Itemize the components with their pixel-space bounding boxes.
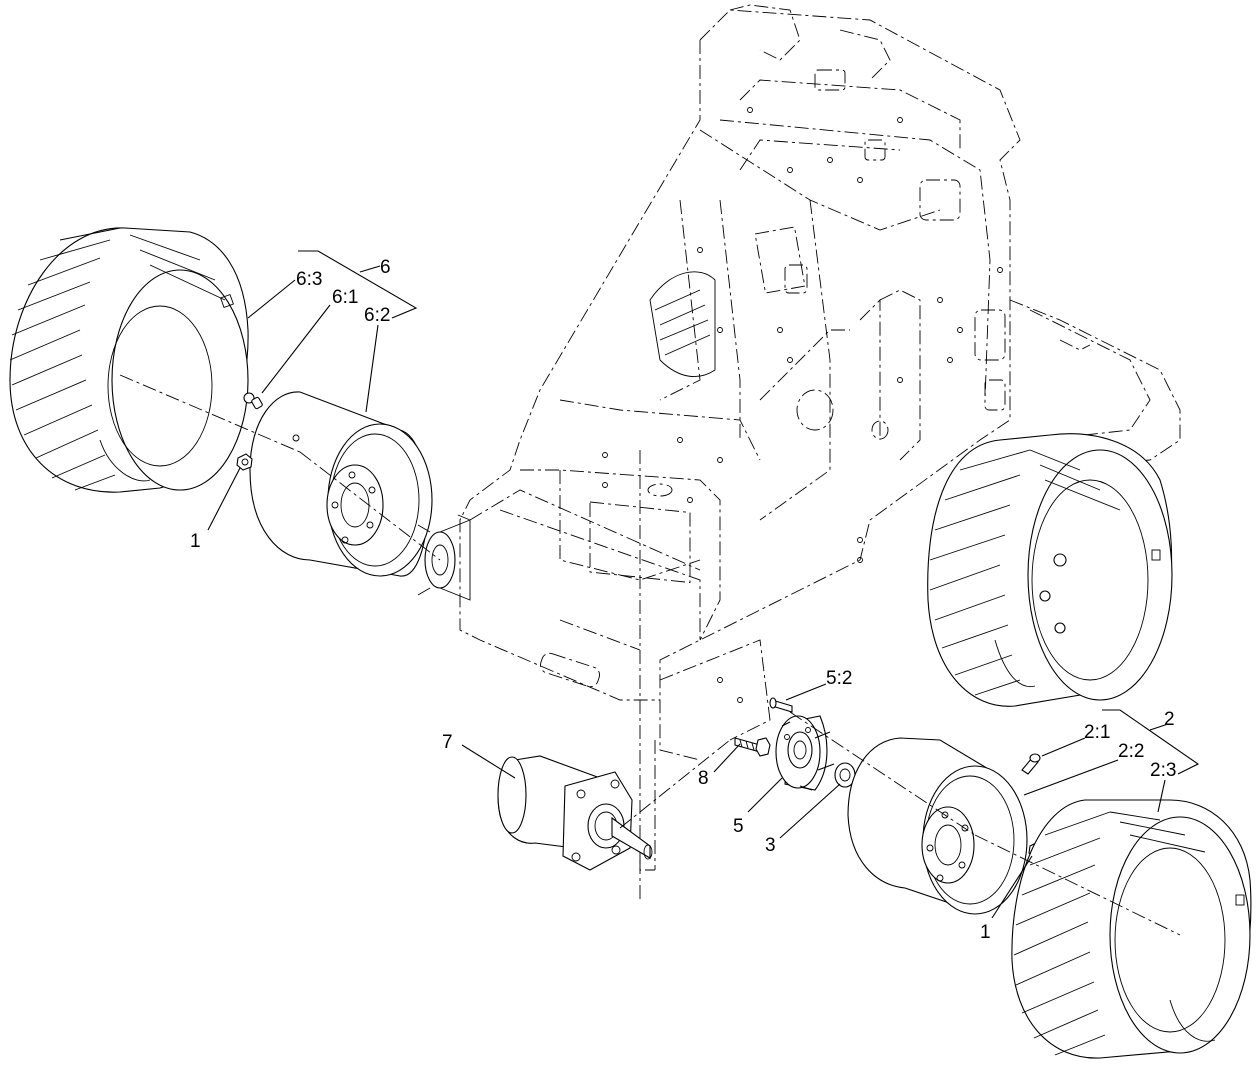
callout-6-3: 6:3: [296, 269, 322, 290]
hub-stud: [769, 697, 793, 713]
callout-6-1: 6:1: [332, 287, 358, 308]
wheel-hub: [775, 715, 835, 791]
lug-nut: [834, 762, 856, 788]
right-front-tire: [1011, 799, 1252, 1059]
callout-8: 8: [698, 768, 709, 789]
right-wheel-rim: [847, 737, 1028, 915]
machine-frame: [459, 4, 1181, 871]
wheel-motor: [497, 755, 653, 871]
frame-holes: [602, 107, 1003, 703]
bolt: [734, 737, 771, 757]
assembly-centerlines: [119, 374, 1181, 936]
callout-6: 6: [380, 257, 391, 278]
left-wheel-rim: [249, 391, 433, 577]
callout-2-1: 2:1: [1084, 722, 1110, 743]
right-valve-stem: [1021, 753, 1041, 775]
callout-5-2: 5:2: [826, 668, 852, 689]
left-valve-stem: [243, 392, 263, 410]
callout-6-2: 6:2: [364, 305, 390, 326]
callout-5: 5: [733, 816, 744, 837]
callout-2-2: 2:2: [1118, 741, 1144, 762]
callout-labels: 6 6:1 6:2 6:3 1 7 8 5 5:2 3 2 2:1 2:2 2:…: [190, 257, 1176, 943]
callout-1-left: 1: [190, 531, 201, 552]
callout-2: 2: [1164, 709, 1175, 730]
right-rear-tire: [927, 433, 1173, 707]
callout-1-right: 1: [980, 922, 991, 943]
left-lug-nut: [236, 453, 253, 471]
leader-lines: [207, 250, 1200, 919]
callout-7: 7: [442, 732, 453, 753]
left-tire: [9, 227, 249, 493]
callout-3: 3: [765, 835, 776, 856]
callout-2-3: 2:3: [1150, 760, 1176, 781]
